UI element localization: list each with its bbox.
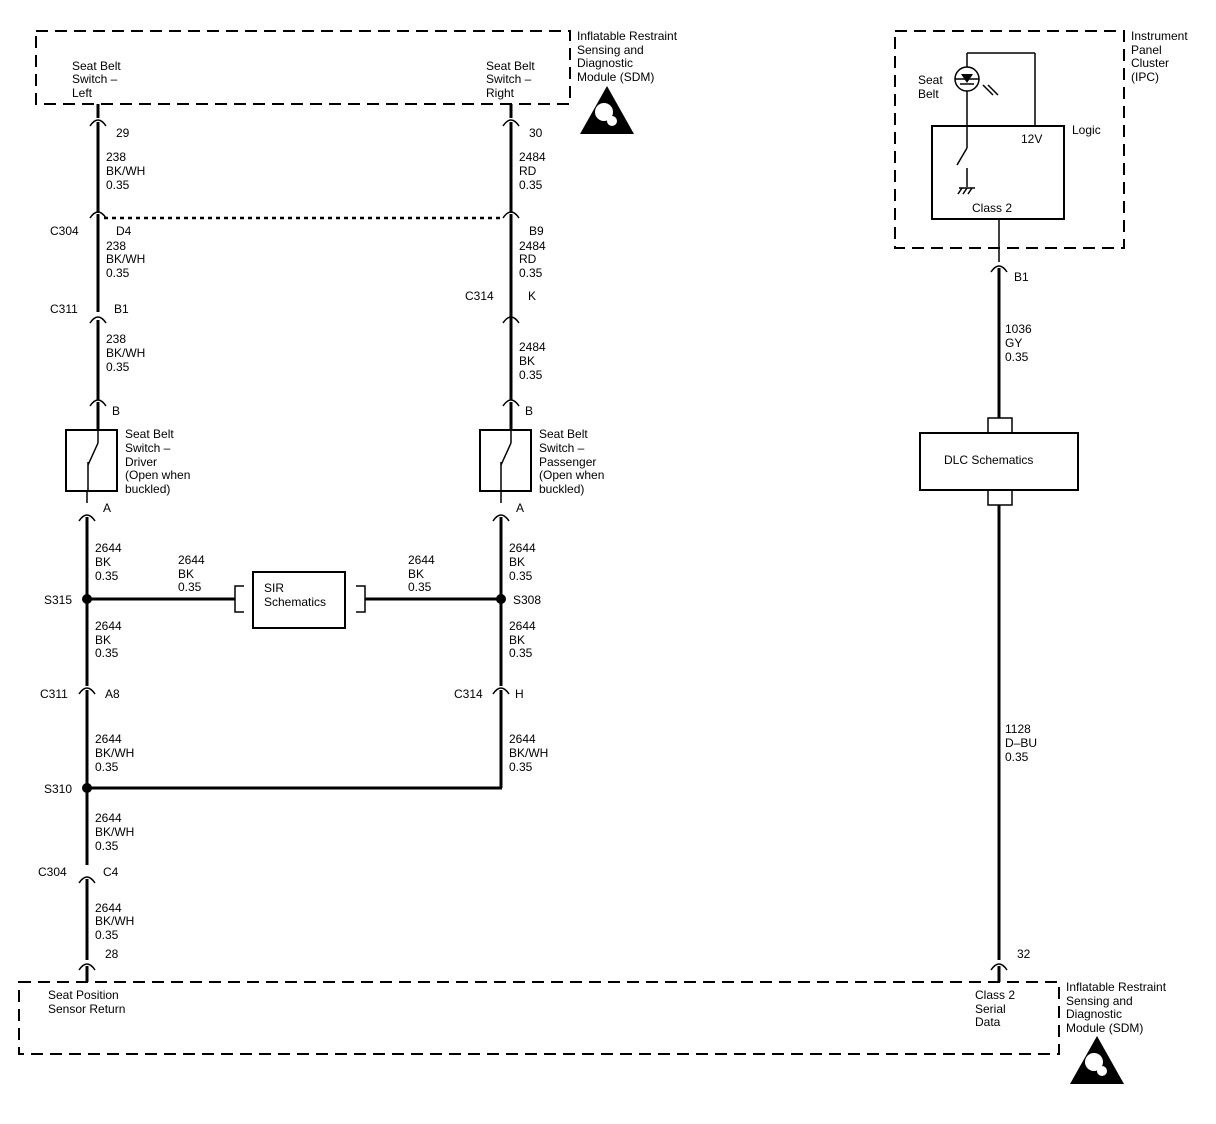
connector-b — [502, 399, 520, 407]
connector-a — [78, 514, 96, 522]
connector-a — [492, 514, 510, 522]
wire-2644-4-label: 2644 BK/WH 0.35 — [95, 811, 138, 853]
ipc-b1-label: B1 — [1014, 270, 1029, 284]
sir-schematics: SIR Schematics 2644 BK 0.35 2644 BK 0.35 — [87, 553, 501, 629]
wire-2644-3-label: 2644 BK/WH 0.35 — [95, 732, 138, 774]
dlc-connector-top — [987, 417, 1013, 434]
pin-29-label: 29 — [116, 126, 130, 140]
sdm-top-label: Inflatable Restraint Sensing and Diagnos… — [577, 29, 680, 84]
ipc-class2-label: Class 2 — [972, 201, 1012, 215]
dlc-schematics-box — [919, 432, 1079, 491]
wire-2484-3-label: 2484 BK 0.35 — [519, 340, 549, 382]
seat-belt-lamp-icon — [954, 66, 999, 96]
connector-c304-c4 — [78, 876, 96, 884]
sdm-bottom-right-pin-label: Class 2 Serial Data — [975, 988, 1018, 1029]
switch-blade — [500, 442, 512, 466]
b-label: B — [525, 404, 533, 418]
wire-238-2-label: 238 BK/WH 0.35 — [106, 239, 149, 280]
seat-belt-switch-driver — [65, 429, 118, 492]
ipc-switch-blade — [956, 147, 968, 166]
sir-bracket-left — [234, 585, 244, 613]
pin-30-label: 30 — [529, 126, 543, 140]
c314b-label: C314 — [454, 687, 483, 701]
sir-left-wire-label: 2644 BK 0.35 — [178, 553, 208, 594]
sir-schematics-box — [252, 571, 346, 629]
ipc-box — [894, 30, 1125, 249]
a-label: A — [516, 501, 524, 515]
ipc-label: Instrument Panel Cluster (IPC) — [1131, 29, 1191, 84]
switch-blade — [87, 442, 99, 466]
v12-label: 12V — [1021, 132, 1042, 146]
passenger-switch-label: Seat Belt Switch – Passenger (Open when … — [539, 427, 608, 496]
s310-label: S310 — [44, 782, 72, 796]
right-circuit: 30 2484 RD 0.35 B9 2484 RD 0.35 C314 K 2… — [454, 104, 608, 788]
sdm-bottom-left-pin-label: Seat Position Sensor Return — [48, 988, 125, 1016]
dlc-connector-bottom — [987, 489, 1013, 506]
wire-2484-2-label: 2484 RD 0.35 — [519, 239, 549, 280]
wire-1128-label: 1128 D–BU 0.35 — [1005, 722, 1040, 764]
h-label: H — [515, 687, 524, 701]
ipc-logic-box — [931, 125, 1065, 220]
pin-32-label: 32 — [1017, 947, 1031, 961]
connector-32 — [990, 963, 1008, 971]
airbag-warning-icon — [580, 86, 634, 134]
sir-schematics-label: SIR Schematics — [264, 581, 326, 609]
connector-c314-h — [492, 687, 510, 695]
wire-2484-1-label: 2484 RD 0.35 — [519, 150, 549, 192]
b9-label: B9 — [529, 224, 544, 238]
b-label: B — [112, 404, 120, 418]
a-label: A — [103, 501, 111, 515]
connector-c311-a8 — [78, 687, 96, 695]
c311b-label: C311 — [40, 687, 68, 701]
wire-2644-5-label: 2644 BK/WH 0.35 — [95, 901, 138, 942]
sdm-top-left-pin-label: Seat Belt Switch – Left — [72, 59, 124, 100]
connector-30 — [502, 119, 520, 127]
connector-b1-ipc — [990, 265, 1008, 273]
wire-1036-label: 1036 GY 0.35 — [1005, 322, 1035, 364]
ipc: Instrument Panel Cluster (IPC) Logic 12V… — [894, 29, 1191, 418]
seat-belt-switch-passenger — [479, 429, 532, 492]
connector-b9 — [502, 211, 520, 219]
connector-b — [89, 399, 107, 407]
wire-2644-r1-label: 2644 BK 0.35 — [509, 541, 539, 583]
dlc-schematics-label: DLC Schematics — [944, 453, 1033, 467]
sdm-bottom-box — [18, 981, 1060, 1055]
c304b-label: C304 — [38, 865, 67, 879]
connector-c311-b1 — [89, 316, 107, 324]
airbag-warning-icon — [1070, 1036, 1124, 1084]
sir-bracket-right — [356, 585, 366, 613]
s315-label: S315 — [44, 593, 72, 607]
seat-belt-lamp-label: Seat Belt — [918, 73, 946, 101]
c4-label: C4 — [103, 865, 119, 879]
sdm-top-box — [35, 30, 571, 105]
driver-switch-label: Seat Belt Switch – Driver (Open when buc… — [125, 427, 194, 496]
a8-label: A8 — [105, 687, 120, 701]
left-circuit: 29 238 BK/WH 0.35 C304 D4 238 BK/WH 0.35… — [38, 104, 194, 982]
wire-2644-r3-label: 2644 BK/WH 0.35 — [509, 732, 552, 774]
d4-label: D4 — [116, 224, 132, 238]
connector-c304-d4 — [89, 211, 107, 219]
dlc-schematics: DLC Schematics 1128 D–BU 0.35 32 — [919, 417, 1079, 982]
wire-238-1-label: 238 BK/WH 0.35 — [106, 150, 149, 192]
b1-label: B1 — [114, 302, 129, 316]
sdm-top-right-pin-label: Seat Belt Switch – Right — [486, 59, 538, 100]
logic-label: Logic — [1072, 123, 1101, 137]
connector-28 — [78, 963, 96, 971]
sir-right-wire-label: 2644 BK 0.35 — [408, 553, 438, 594]
c311-label: C311 — [50, 302, 78, 316]
c304-label: C304 — [50, 224, 79, 238]
c314-label: C314 — [465, 289, 494, 303]
wire-238-3-label: 238 BK/WH 0.35 — [106, 332, 149, 374]
wire-2644-1-label: 2644 BK 0.35 — [95, 541, 125, 583]
ground-icon — [957, 187, 975, 195]
k-label: K — [528, 289, 536, 303]
s308-label: S308 — [513, 593, 541, 607]
wire-2644-r2-label: 2644 BK 0.35 — [509, 619, 539, 660]
wire-2644-2-label: 2644 BK 0.35 — [95, 619, 125, 660]
sdm-bottom-label: Inflatable Restraint Sensing and Diagnos… — [1066, 980, 1169, 1035]
connector-29 — [89, 119, 107, 127]
pin-28-label: 28 — [105, 947, 119, 961]
